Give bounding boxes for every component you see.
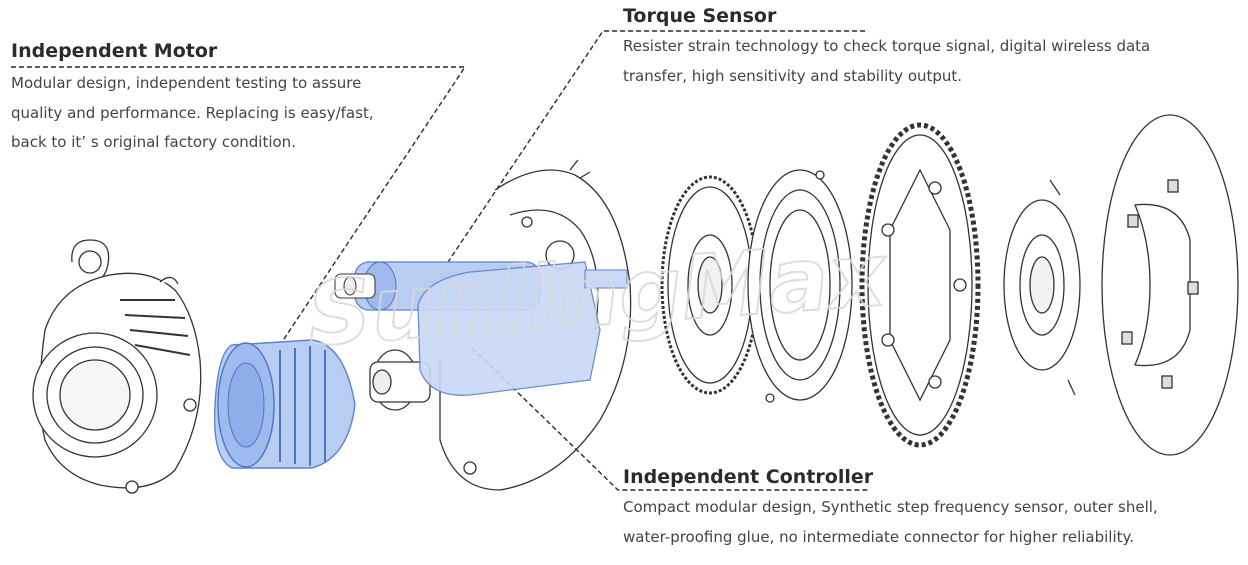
pinion-gear — [369, 349, 431, 411]
gear-ring — [660, 175, 760, 395]
crank-spider — [1003, 179, 1081, 396]
retainer-ring — [747, 169, 853, 403]
torque-desc-line-1: Resister strain technology to check torq… — [623, 37, 1151, 55]
controller-leader-line — [471, 347, 870, 491]
motor-callout-description: Modular design, independent testing to a… — [11, 69, 431, 158]
chain-guard-disc — [1101, 114, 1239, 456]
chainring — [859, 122, 981, 448]
controller-desc-line-1: Compact modular design, Synthetic step f… — [623, 498, 1158, 516]
motor-cover — [32, 239, 202, 494]
controller-desc-line-2: water-proofing glue, no intermediate con… — [623, 527, 1135, 546]
torque-desc-line-2: transfer, high sensitivity and stability… — [623, 66, 963, 85]
leader-lines — [11, 30, 870, 491]
controller-module-highlight — [417, 261, 628, 396]
torque-callout-title: Torque Sensor — [623, 5, 777, 27]
motor-stator-highlight — [213, 339, 356, 469]
motor-desc-line-1: Modular design, independent testing to a… — [11, 74, 362, 92]
controller-callout-description: Compact modular design, Synthetic step f… — [623, 493, 1223, 552]
motor-desc-line-3: back to it’ s original factory condition… — [11, 133, 296, 151]
controller-callout-title: Independent Controller — [623, 466, 874, 488]
motor-callout-title: Independent Motor — [11, 40, 218, 62]
torque-callout-description: Resister strain technology to check torq… — [623, 32, 1223, 91]
motor-desc-line-2: quality and performance. Replacing is ea… — [11, 103, 374, 122]
